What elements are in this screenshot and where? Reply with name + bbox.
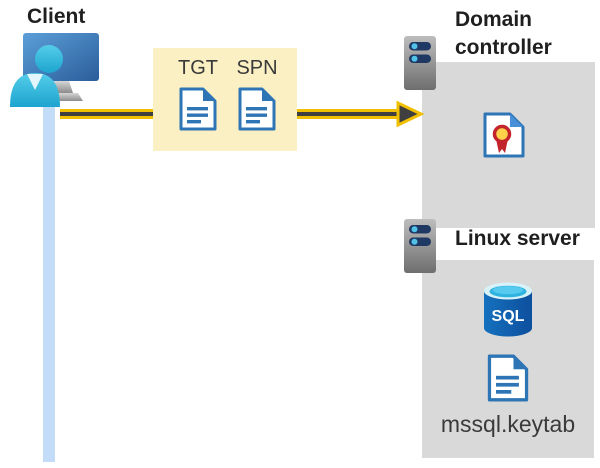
sql-database-icon: SQL: [484, 282, 532, 337]
server-tower-icon: [404, 219, 436, 273]
client-user-computer-icon: [10, 33, 99, 107]
spn-document-icon: [238, 87, 276, 131]
certificate-icon: [483, 112, 525, 158]
client-label: Client: [27, 5, 86, 28]
server-tower-icon: [404, 36, 436, 90]
arrow-head-icon: [396, 100, 424, 128]
domain-controller-title: Domain controller: [455, 8, 552, 60]
tgt-document-icon: [179, 87, 217, 131]
linux-server-title: Linux server: [455, 227, 580, 250]
spn-label: SPN: [236, 57, 278, 79]
tgt-label: TGT: [178, 57, 218, 79]
sql-badge-text: SQL: [492, 308, 525, 325]
keytab-document-icon: [487, 354, 529, 402]
keytab-filename-label: mssql.keytab: [440, 411, 576, 437]
client-connection-line: [43, 79, 55, 462]
